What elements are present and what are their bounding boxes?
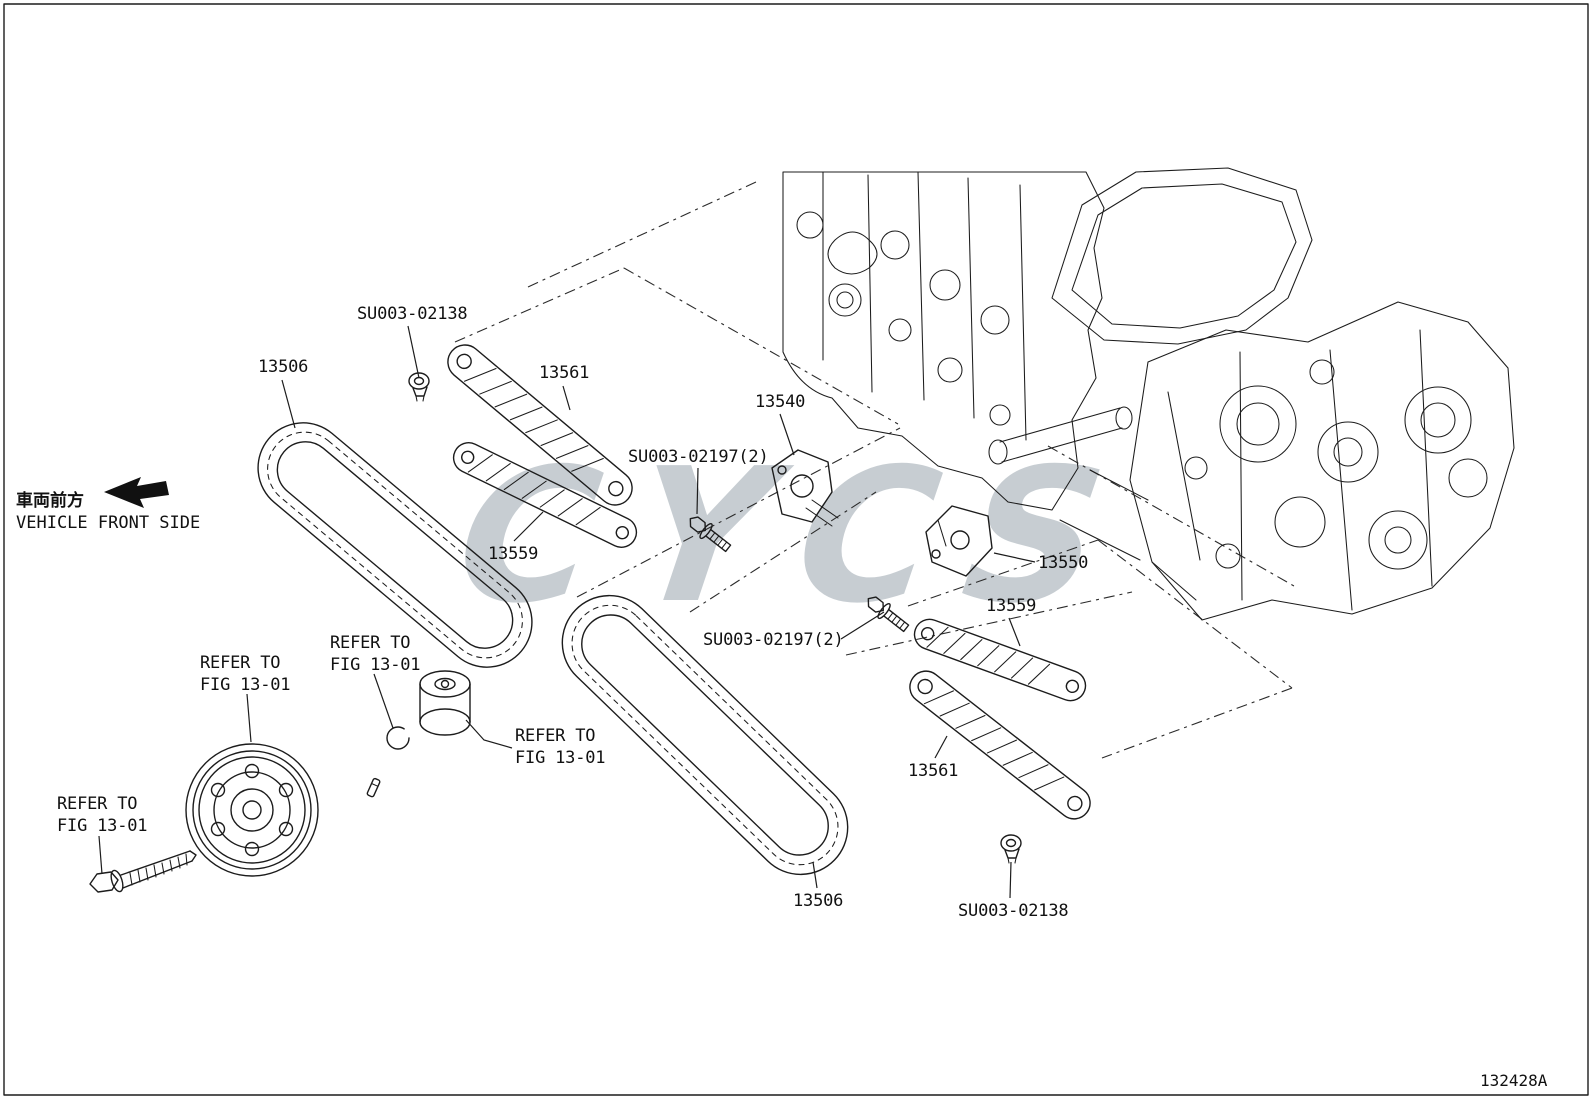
page-border	[3, 3, 1589, 1096]
refer-note-pulley: REFER TO FIG 13-01	[200, 653, 291, 695]
part-label-13559-rear: 13559	[986, 596, 1037, 616]
svg-text:CYCS: CYCS	[446, 428, 1154, 644]
snap-ring-drawing	[386, 726, 410, 750]
part-label-su003-02197-rear: SU003-02197(2)	[703, 630, 844, 650]
refer-note-crank-bolt: REFER TO FIG 13-01	[57, 794, 148, 836]
part-label-su003-02138-rear: SU003-02138	[958, 901, 1069, 921]
part-label-13506-rear: 13506	[793, 891, 844, 911]
timing-chain-front-drawing	[257, 422, 533, 668]
projection-lines	[454, 181, 1295, 759]
chain-tensioner-13540-drawing	[771, 449, 839, 527]
refer-note-idler: REFER TO FIG 13-01	[515, 726, 606, 768]
part-label-13559-front: 13559	[488, 544, 539, 564]
refer-note-snap-ring: REFER TO FIG 13-01	[330, 633, 421, 675]
idler-pulley-drawing	[419, 670, 471, 736]
front-direction-arrow-icon	[104, 477, 169, 508]
vehicle-front-label-en: VEHICLE FRONT SIDE	[16, 513, 201, 533]
crankshaft-bolt-drawing	[89, 850, 197, 893]
bolt-su003-02197-front-drawing	[689, 516, 732, 553]
drawing-number: 132428A	[1480, 1071, 1548, 1090]
chain-guide-13559-rear-drawing	[913, 618, 1087, 702]
chain-tensioner-13550-drawing	[925, 505, 993, 577]
timing-chain-rear-drawing	[561, 594, 849, 876]
vehicle-front-label-jp: 車両前方	[16, 491, 84, 511]
crankshaft-pulley-drawing	[185, 743, 319, 877]
part-label-13540: 13540	[755, 392, 806, 412]
leader-lines	[98, 325, 1036, 899]
chain-guide-13561-rear-drawing	[909, 670, 1091, 820]
part-label-13506-front: 13506	[258, 357, 309, 377]
part-label-13561-front: 13561	[539, 363, 590, 383]
dowel-pin-drawing	[366, 777, 381, 798]
watermark-logo: CYCS	[446, 428, 1154, 644]
chain-guide-13559-front-drawing	[452, 442, 638, 548]
bolt-su003-02138-rear-drawing	[1000, 834, 1022, 864]
part-label-su003-02138-front: SU003-02138	[357, 304, 468, 324]
part-label-su003-02197-front: SU003-02197(2)	[628, 447, 769, 467]
part-label-13550: 13550	[1038, 553, 1089, 573]
chain-guide-13561-front-drawing	[447, 344, 633, 506]
part-label-13561-rear: 13561	[908, 761, 959, 781]
engine-block-drawing	[782, 167, 1515, 621]
bolt-su003-02197-rear-drawing	[867, 596, 910, 633]
